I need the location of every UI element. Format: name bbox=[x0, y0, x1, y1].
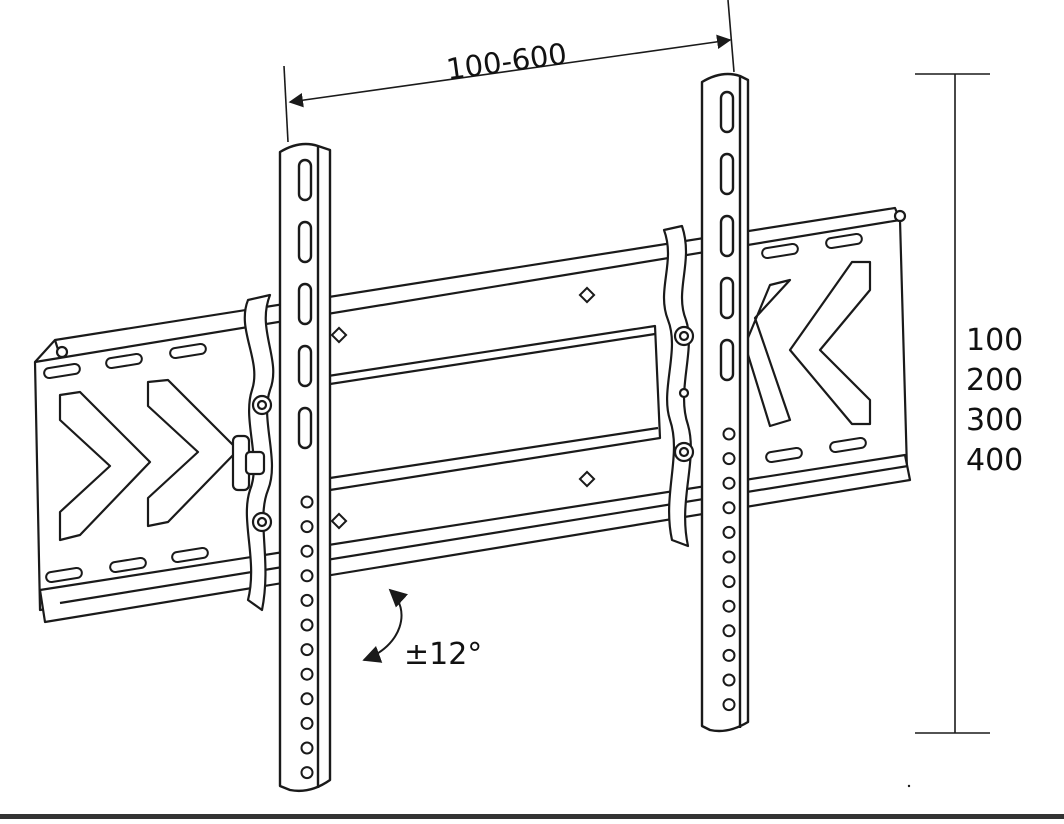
arm-hole bbox=[300, 618, 314, 632]
arm-hole bbox=[300, 544, 314, 558]
arm-hole bbox=[300, 716, 314, 730]
arm-hole bbox=[722, 427, 736, 441]
arm-hole bbox=[722, 550, 736, 564]
arm-hole bbox=[300, 520, 314, 534]
arm-hole bbox=[722, 525, 736, 539]
vertical-dimension bbox=[915, 73, 990, 734]
arm-hole bbox=[300, 593, 314, 607]
left-hinge-bracket bbox=[231, 293, 275, 612]
arm-hole bbox=[722, 673, 736, 687]
tilt-arrow bbox=[362, 588, 409, 663]
left-vertical-arm bbox=[278, 142, 332, 793]
arm-hole bbox=[300, 569, 314, 583]
right-hinge-bracket bbox=[662, 224, 695, 548]
vertical-dimension-value-4: 400 bbox=[966, 443, 1023, 478]
left-arm-holes bbox=[300, 495, 314, 780]
arm-hole bbox=[300, 495, 314, 509]
right-vertical-arm bbox=[700, 72, 750, 733]
bottom-rule bbox=[0, 814, 1064, 819]
arm-hole bbox=[300, 741, 314, 755]
dim-extension-right bbox=[727, 0, 735, 73]
arm-hole bbox=[300, 643, 314, 657]
dim-extension-left bbox=[283, 65, 289, 143]
vertical-dimension-value-2: 200 bbox=[966, 363, 1023, 398]
vertical-dimension-value-1: 100 bbox=[966, 323, 1023, 358]
arm-hole bbox=[722, 452, 736, 466]
right-arm-holes bbox=[722, 427, 736, 712]
dim-arrow-horizontal bbox=[288, 34, 732, 108]
arm-hole bbox=[722, 501, 736, 515]
arm-hole bbox=[722, 575, 736, 589]
arm-hole bbox=[722, 476, 736, 490]
arm-hole bbox=[722, 624, 736, 638]
arm-hole bbox=[722, 648, 736, 662]
arm-hole bbox=[300, 766, 314, 780]
plate-slots bbox=[43, 232, 867, 584]
horizontal-dimension-label: 100-600 bbox=[444, 36, 569, 86]
arm-hole bbox=[300, 692, 314, 706]
tilt-label: ±12° bbox=[404, 637, 482, 672]
arm-hole bbox=[722, 599, 736, 613]
horizontal-dimension bbox=[283, 0, 735, 143]
stray-dot bbox=[907, 784, 911, 788]
plate-diamond-holes bbox=[330, 286, 596, 530]
arm-hole bbox=[300, 667, 314, 681]
arm-hole bbox=[722, 698, 736, 712]
vertical-dimension-value-3: 300 bbox=[966, 403, 1023, 438]
